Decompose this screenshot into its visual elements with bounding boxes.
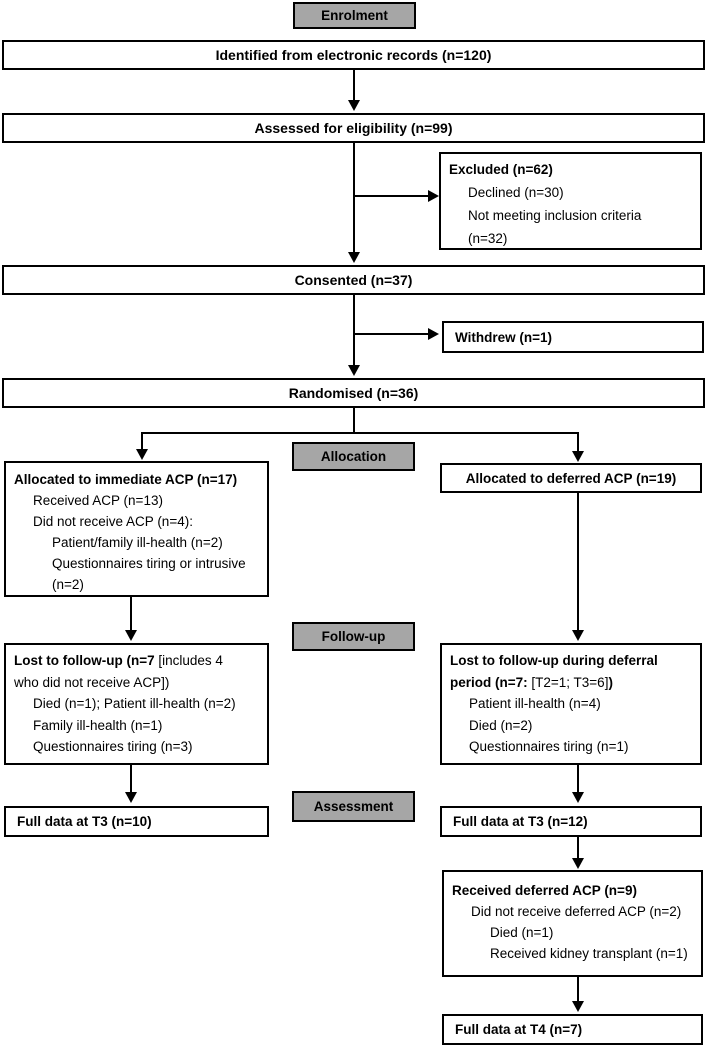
box-line: who did not receive ACP]): [14, 674, 170, 690]
arrow-down-icon: [136, 449, 148, 460]
box-line: (n=2): [52, 577, 84, 592]
box-line: Excluded (n=62): [449, 162, 553, 177]
box-lost-deferred: Lost to follow-up during deferral period…: [440, 643, 702, 765]
connector-line: [353, 295, 355, 366]
stage-label-enrolment: Enrolment: [293, 2, 416, 29]
arrow-down-icon: [572, 451, 584, 462]
arrow-right-icon: [428, 328, 439, 340]
box-line: Questionnaires tiring (n=3): [33, 739, 193, 754]
box-randomised: Randomised (n=36): [2, 378, 705, 408]
arrow-down-icon: [125, 630, 137, 641]
box-full-t3-immediate: Full data at T3 (n=10): [4, 806, 269, 837]
box-line: period (n=7: [T2=1; T3=6]): [450, 674, 613, 690]
connector-line: [141, 432, 143, 450]
connector-line: [577, 765, 579, 793]
box-withdrew: Withdrew (n=1): [442, 321, 704, 353]
box-line: Declined (n=30): [468, 185, 564, 200]
box-allocated-deferred: Allocated to deferred ACP (n=19): [440, 463, 702, 493]
box-line: Questionnaires tiring (n=1): [469, 739, 629, 754]
connector-line: [577, 493, 579, 631]
arrow-down-icon: [572, 792, 584, 803]
connector-line: [130, 597, 132, 631]
connector-line: [577, 977, 579, 1002]
connector-line: [577, 837, 579, 859]
box-line: Lost to follow-up during deferral: [450, 653, 658, 668]
box-line: Received deferred ACP (n=9): [452, 883, 637, 898]
arrow-down-icon: [348, 252, 360, 263]
arrow-down-icon: [348, 100, 360, 111]
box-full-t4: Full data at T4 (n=7): [442, 1014, 703, 1045]
connector-line: [354, 195, 428, 197]
box-line: (n=32): [468, 231, 508, 246]
box-line: Died (n=1); Patient ill-health (n=2): [33, 696, 236, 711]
box-line: Not meeting inclusion criteria: [468, 208, 642, 223]
box-line: Did not receive deferred ACP (n=2): [471, 904, 682, 919]
arrow-down-icon: [572, 630, 584, 641]
box-line: Lost to follow-up (n=7 [includes 4: [14, 653, 223, 668]
arrow-down-icon: [348, 365, 360, 376]
box-received-deferred: Received deferred ACP (n=9) Did not rece…: [442, 870, 703, 977]
box-line: Questionnaires tiring or intrusive: [52, 556, 246, 571]
arrow-right-icon: [428, 190, 439, 202]
arrow-down-icon: [572, 1001, 584, 1012]
box-line: Allocated to immediate ACP (n=17): [14, 472, 238, 487]
connector-line: [353, 143, 355, 253]
stage-label-followup: Follow-up: [292, 622, 415, 651]
box-line: Died (n=1): [490, 925, 554, 940]
box-line: Family ill-health (n=1): [33, 717, 163, 733]
box-assessed: Assessed for eligibility (n=99): [2, 113, 705, 143]
stage-label-allocation: Allocation: [292, 442, 415, 471]
connector-line: [130, 765, 132, 793]
box-full-t3-deferred: Full data at T3 (n=12): [440, 806, 702, 837]
box-line: Did not receive ACP (n=4):: [33, 514, 193, 529]
connector-line: [353, 70, 355, 101]
box-allocated-immediate: Allocated to immediate ACP (n=17) Receiv…: [4, 461, 269, 597]
box-line: Died (n=2): [469, 717, 533, 733]
box-consented: Consented (n=37): [2, 265, 705, 295]
box-line: Patient/family ill-health (n=2): [52, 535, 223, 550]
connector-line: [353, 408, 355, 434]
box-line: Received kidney transplant (n=1): [490, 946, 688, 961]
connector-line: [354, 333, 428, 335]
stage-label-assessment: Assessment: [292, 791, 415, 822]
arrow-down-icon: [572, 858, 584, 869]
connector-line: [577, 432, 579, 452]
arrow-down-icon: [125, 792, 137, 803]
box-excluded: Excluded (n=62) Declined (n=30) Not meet…: [439, 152, 702, 250]
box-line: Received ACP (n=13): [33, 493, 163, 508]
connector-line: [141, 432, 579, 434]
box-line: Patient ill-health (n=4): [469, 696, 601, 711]
box-lost-immediate: Lost to follow-up (n=7 [includes 4 who d…: [4, 643, 269, 765]
box-identified: Identified from electronic records (n=12…: [2, 40, 705, 70]
